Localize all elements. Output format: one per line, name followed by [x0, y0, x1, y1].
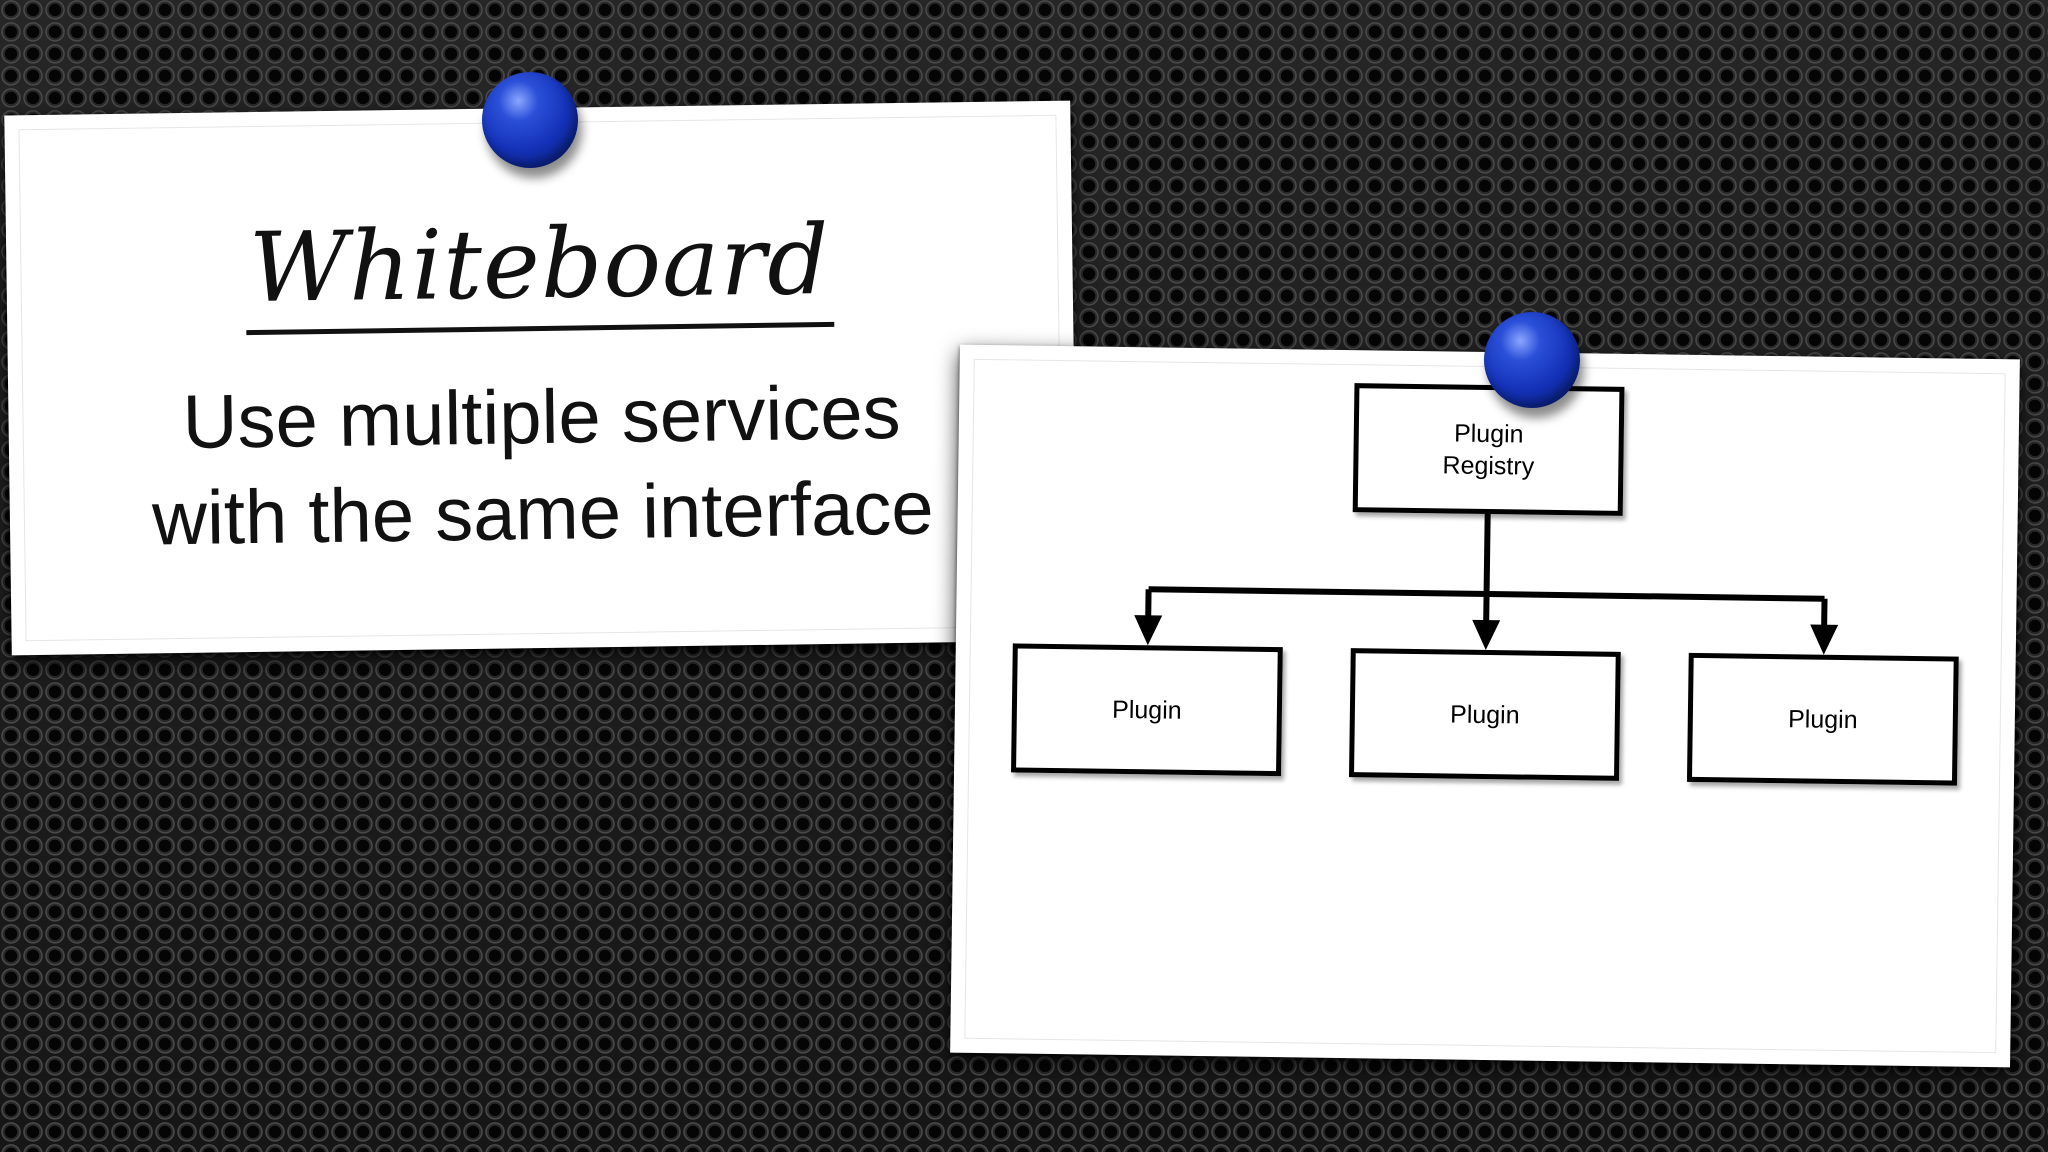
whiteboard-title: Whiteboard — [6, 201, 1074, 339]
pushpin-icon — [1484, 312, 1580, 408]
whiteboard-title-text: Whiteboard — [244, 203, 835, 336]
plugin-node-left: Plugin — [1011, 643, 1283, 777]
plugin-registry-node: Plugin Registry — [1352, 383, 1625, 516]
plugin-node-right: Plugin — [1686, 652, 1959, 786]
whiteboard-card: Whiteboard Use multiple services with th… — [4, 100, 1078, 656]
whiteboard-subtitle: Use multiple services with the same inte… — [8, 363, 1077, 570]
plugin-node-middle: Plugin — [1348, 648, 1621, 781]
arrow-down-icon — [1810, 624, 1839, 655]
subtitle-line-1: Use multiple services — [181, 369, 902, 466]
plugin-label-right: Plugin — [1787, 704, 1858, 734]
pushpin-icon — [482, 72, 578, 168]
diagram-card: Plugin Registry Plugin Plugin Plugin — [950, 344, 2020, 1068]
arrow-down-icon — [1472, 619, 1501, 651]
plugin-label-left: Plugin — [1111, 695, 1182, 725]
arrow-down-icon — [1134, 615, 1163, 646]
plugin-label-middle: Plugin — [1449, 700, 1520, 729]
connector-trunk — [1483, 513, 1491, 595]
plugin-registry-line-1: Plugin — [1453, 419, 1524, 449]
diagram-connectors — [1134, 513, 1839, 655]
plugin-registry-line-2: Registry — [1442, 450, 1535, 481]
subtitle-line-2: with the same interface — [151, 465, 935, 562]
